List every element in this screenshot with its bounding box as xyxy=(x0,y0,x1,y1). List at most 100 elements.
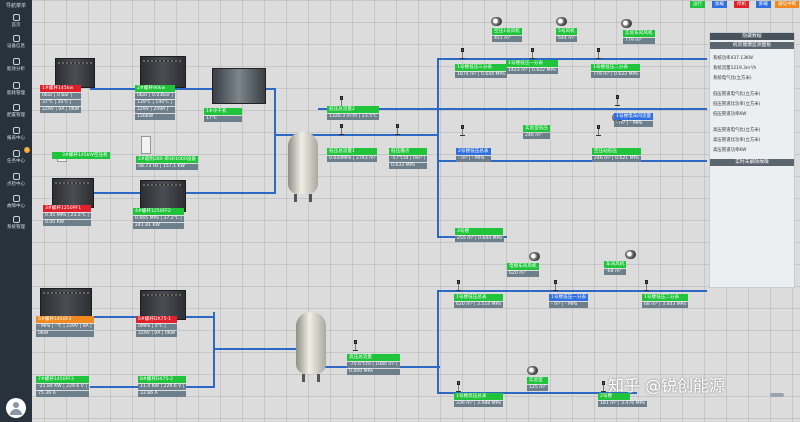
fan-name: 空压1号风机 xyxy=(492,28,522,35)
meter-name: 实验室 xyxy=(527,377,548,384)
sidebar-item-fault[interactable]: 故障中心 xyxy=(0,195,32,209)
user-meter-label: 1号楼低压一分表 1423 m³ | 0.622 MPa xyxy=(506,60,558,74)
legend-comm-lost[interactable]: 通信中断 xyxy=(775,1,799,8)
compressor-5[interactable] xyxy=(40,288,92,318)
sidebar-item-config[interactable]: 配置管理 xyxy=(0,104,32,118)
compressor-name: 7#螺杆1450FF3 xyxy=(36,376,89,383)
panel-line: 低压管道电气比(立方米) xyxy=(713,92,761,97)
sidebar-item-home[interactable]: 首页 xyxy=(0,14,32,28)
energy-icon xyxy=(12,58,20,65)
flow-meter[interactable] xyxy=(339,124,344,135)
compressor-4-label: 3#螺杆1250PF1 0.45 MPa | 23.5℃ | 0.00 KW xyxy=(43,205,91,226)
fan-icon[interactable] xyxy=(491,17,502,26)
meter-reading: 181 m³ | 3.476 MPa xyxy=(598,401,647,407)
compressor-reading: 11.4 KW | 229.6 V | xyxy=(138,384,187,390)
sidebar-item-label: 点检中心 xyxy=(7,182,25,187)
compressor-name: 8#螺杆DX75-2 xyxy=(138,376,187,383)
flow-meter[interactable] xyxy=(615,95,620,106)
fan-name: 电镀车间风机 xyxy=(507,263,539,270)
flow-meter[interactable] xyxy=(460,48,465,59)
flow-meter[interactable] xyxy=(395,124,400,135)
low-pressure-flow2-label: 低压总流量2 1320.3 m³/h | 23.5℃ xyxy=(327,106,380,120)
flow-meter[interactable] xyxy=(456,280,461,291)
panel-line: 系统电气比(立方米) xyxy=(713,76,752,81)
pipe xyxy=(437,58,439,238)
sidebar-item-consumption[interactable]: 能耗管理 xyxy=(0,82,32,96)
compressor-name: 2#螺杆90kw xyxy=(135,85,175,92)
consumption-icon xyxy=(12,82,20,89)
flow-meter[interactable] xyxy=(456,381,461,392)
fan-icon[interactable] xyxy=(527,366,538,375)
panel-title[interactable]: 隐藏数据 xyxy=(710,33,794,40)
compressor-reading: 0MPa | 0℃ | xyxy=(136,324,178,330)
flow-meter[interactable] xyxy=(460,125,465,136)
flow-meter[interactable] xyxy=(530,48,535,59)
air-tank-high[interactable] xyxy=(296,312,326,382)
flow-meter[interactable] xyxy=(596,125,601,136)
user-meter-label: 1号楼低压一分表 - m³ | - MPa xyxy=(549,294,589,308)
compressor-reading: 139℃ | 140℃ | xyxy=(135,100,175,106)
sidebar-item-inspection[interactable]: 点检中心 xyxy=(0,173,32,187)
sidebar-item-device[interactable]: 设备信息 xyxy=(0,35,32,49)
compressor-1-label: 1#螺杆145kw 0bar | 0 bar | 37℃ | 35℃ | 229… xyxy=(40,85,82,113)
high-pressure-flow-label: 高压总流量 -70.6℃td | 1080 m³ | 0.000 MPa xyxy=(347,354,400,375)
flow-meter[interactable] xyxy=(553,280,558,291)
compressor-reading: 229V | 249A | xyxy=(135,107,175,113)
flow-meter[interactable] xyxy=(644,280,649,291)
compressor-4[interactable] xyxy=(140,180,186,212)
health-panel: 隐藏数据 机房健康监测面板 系统功率437.13KW 系统流量1219.3m³/… xyxy=(709,32,795,288)
compressor-3-label: 3#螺杆145kW空压机 xyxy=(52,152,110,159)
legend-running[interactable]: 运行 xyxy=(690,1,705,8)
compressor-2-label: 2#螺杆90kw 0bar | 0.03bar | 139℃ | 140℃ | … xyxy=(135,85,175,120)
fan-name: 实验车间风机 xyxy=(623,30,655,37)
tank-leg xyxy=(302,374,305,382)
meter-name: 1号楼低压一分表 xyxy=(506,60,558,67)
flow-meter[interactable] xyxy=(353,340,358,351)
legend-loaded[interactable]: 加载 xyxy=(712,1,727,8)
sidebar-item-system[interactable]: 系统管理 xyxy=(0,216,32,230)
sidebar-item-label: 故障中心 xyxy=(7,204,25,209)
compressor-8-label: 7#螺杆1450FF3 -21.84 KW | 229.6 V | 75.36 … xyxy=(36,376,89,397)
sidebar-item-energy[interactable]: 能效分析 xyxy=(0,58,32,72)
compressor-3[interactable] xyxy=(52,178,94,208)
compressor-reading: 229V | 0A | 0KW xyxy=(136,331,178,337)
meter-name: 低压露点 xyxy=(389,148,428,155)
user-meter-label: 3号楼 255 m³ | 0.644 MPa xyxy=(455,228,504,242)
legend-unloaded[interactable]: 卸载 xyxy=(756,1,771,8)
fan-icon[interactable] xyxy=(556,17,567,26)
compressor-6[interactable] xyxy=(140,290,186,320)
meter-reading: 1320.3 m³/h | 23.5℃ xyxy=(327,114,380,120)
compressor-2[interactable] xyxy=(140,56,186,88)
dryer2-name: 2#吸附280-单SR1000设备 xyxy=(136,156,198,163)
sidebar-item-label: 配置管理 xyxy=(7,113,25,118)
compressor-reading: 229V | 0A | 0KW xyxy=(40,107,82,113)
fan-icon[interactable] xyxy=(621,19,632,28)
panel-line: 高压管道比功率(立方米) xyxy=(713,138,761,143)
fan-label: 5号风机 644 m³ xyxy=(556,28,577,42)
dryer-machine[interactable] xyxy=(212,68,266,104)
compressor-1[interactable] xyxy=(55,58,95,88)
sidebar-item-report[interactable]: 报表中心 xyxy=(0,127,32,141)
fan-icon[interactable] xyxy=(529,252,540,261)
flow-meter[interactable] xyxy=(596,48,601,59)
fault-icon xyxy=(12,195,20,202)
air-tank-low[interactable] xyxy=(288,132,318,202)
scroll-indicator[interactable] xyxy=(770,393,784,397)
user-meter-label: 1号楼低压三分表 1874 m³ | 0.644 MPa xyxy=(455,64,507,78)
fan-icon[interactable] xyxy=(625,250,636,259)
meter-reading: 255 m³ | 0.644 MPa xyxy=(455,236,504,242)
pipe xyxy=(213,312,215,388)
compressor-name: 3#螺杆1250PF1 xyxy=(43,205,91,212)
dryer2-unit[interactable] xyxy=(141,136,151,154)
tank-leg xyxy=(294,194,297,202)
dryer-label: 1#冷干机 17℃ xyxy=(204,108,242,122)
panel-line: 系统流量1219.3m³/h xyxy=(713,66,757,71)
compressor-reading: 241.81 KW xyxy=(133,223,184,229)
compressor-reading: 75.36 A xyxy=(36,391,89,397)
avatar[interactable] xyxy=(6,398,26,418)
flow-meter[interactable] xyxy=(601,381,606,392)
sidebar-item-label: 设备信息 xyxy=(7,44,25,49)
legend-stopped[interactable]: 停机 xyxy=(734,1,749,8)
